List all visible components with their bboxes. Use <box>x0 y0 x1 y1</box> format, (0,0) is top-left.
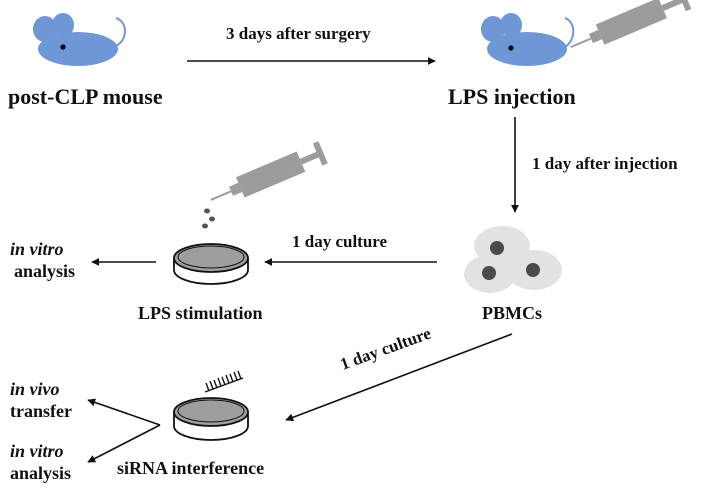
syringe-icon <box>570 0 692 49</box>
petri-dish-icon <box>173 243 249 285</box>
post-clp-mouse-icon <box>33 13 126 66</box>
in-vitro-term: in vitro <box>10 239 64 259</box>
in-vitro-term: in vitro <box>10 441 64 461</box>
sirna-comb-icon <box>204 370 244 393</box>
in-vitro-analysis-label: in vitro <box>10 442 64 460</box>
arrow-pbmcs-to-sirna <box>285 333 513 422</box>
arrow-sirna-to-analysis <box>87 424 161 463</box>
lps-injection-label: LPS injection <box>448 84 576 109</box>
petri-dish-icon <box>173 397 249 441</box>
pbmcs-label: PBMCs <box>482 303 542 323</box>
edge-label-3-days: 3 days after surgery <box>226 24 371 43</box>
syringe-icon <box>210 141 328 201</box>
lps-stimulation-label: LPS stimulation <box>138 303 263 323</box>
lps-drops <box>202 208 215 229</box>
post-clp-mouse-label: post-CLP mouse <box>8 84 163 109</box>
edge-label-1-day-injection: 1 day after injection <box>532 154 678 173</box>
in-vitro-analysis-label: analysis <box>10 463 72 483</box>
arrow-sirna-to-transfer <box>87 398 161 426</box>
in-vitro-analysis-label: analysis <box>14 261 76 281</box>
pbmc-cells-icon <box>464 226 562 293</box>
injected-mouse-icon <box>481 13 575 66</box>
in-vitro-analysis-label: in vitro <box>10 240 64 258</box>
sirna-interference-label: siRNA interference <box>117 458 265 478</box>
in-vivo-transfer-label: in vivo <box>10 380 60 398</box>
in-vivo-transfer-label: transfer <box>10 401 72 421</box>
edge-label-1-day-culture: 1 day culture <box>292 232 388 251</box>
in-vivo-term: in vivo <box>10 379 60 399</box>
